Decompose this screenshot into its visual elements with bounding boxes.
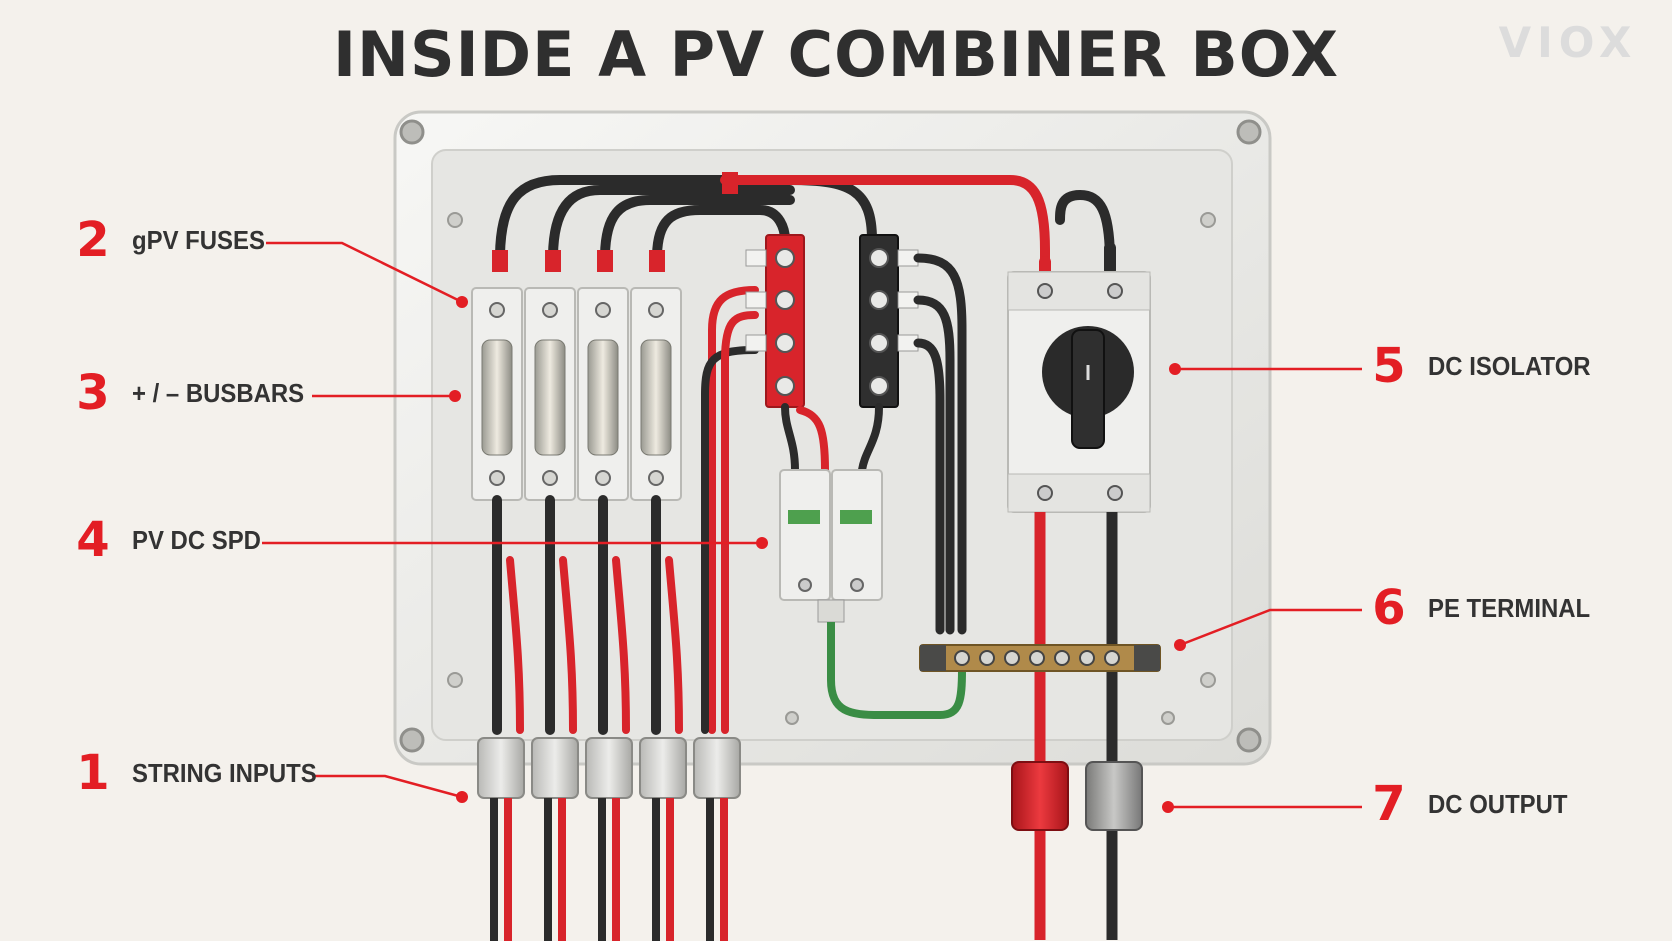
page-title: INSIDE A PV COMBINER BOX [332,18,1339,91]
callout-label: + / – BUSBARS [132,377,305,408]
callout-number: 6 [1372,580,1406,636]
callout-pv-dc-spd: 4 PV DC SPD [68,512,272,568]
pe-terminal-bar [919,644,1161,672]
ground-wire [827,622,966,719]
busbar-cables [781,253,967,635]
fuse-top-wiring [492,172,1116,286]
negative-busbar [859,234,919,408]
callout-number: 4 [76,512,110,568]
positive-busbar [745,234,805,408]
dc-output-cables [1034,512,1118,940]
fuse-holder-1 [471,287,523,501]
fuse-holder-2 [524,287,576,501]
leader-dots [449,296,1186,813]
callout-label: gPV FUSES [132,224,265,255]
callout-number: 5 [1372,338,1406,394]
external-string-cables [490,798,728,941]
callout-busbars: 3 + / – BUSBARS [68,365,319,421]
callout-dc-isolator: 5 DC ISOLATOR [1364,338,1605,394]
brand-logo: VIOX [1498,18,1638,67]
string-input-glands [477,737,741,799]
callout-gpv-fuses: 2 gPV FUSES [68,212,276,268]
callout-label: DC OUTPUT [1428,788,1568,819]
fuse-holder-3 [577,287,629,501]
callout-label: PE TERMINAL [1428,592,1591,623]
callout-number: 2 [76,212,110,268]
dc-output-glands [1011,761,1143,831]
callout-number: 1 [76,745,110,801]
callout-pe-terminal: 6 PE TERMINAL [1364,580,1604,636]
callout-string-inputs: 1 STRING INPUTS [68,745,333,801]
pv-dc-spd [779,469,883,623]
string-input-cables [492,286,759,735]
callout-number: 7 [1372,776,1406,832]
fuse-holder-4 [630,287,682,501]
callout-label: DC ISOLATOR [1428,350,1591,381]
callout-label: STRING INPUTS [132,757,317,788]
gpv-fuse-holders [471,287,682,501]
callout-label: PV DC SPD [132,524,261,555]
callout-number: 3 [76,365,110,421]
callout-dc-output: 7 DC OUTPUT [1364,776,1580,832]
dc-isolator [1007,271,1151,513]
leader-lines [262,241,1362,809]
